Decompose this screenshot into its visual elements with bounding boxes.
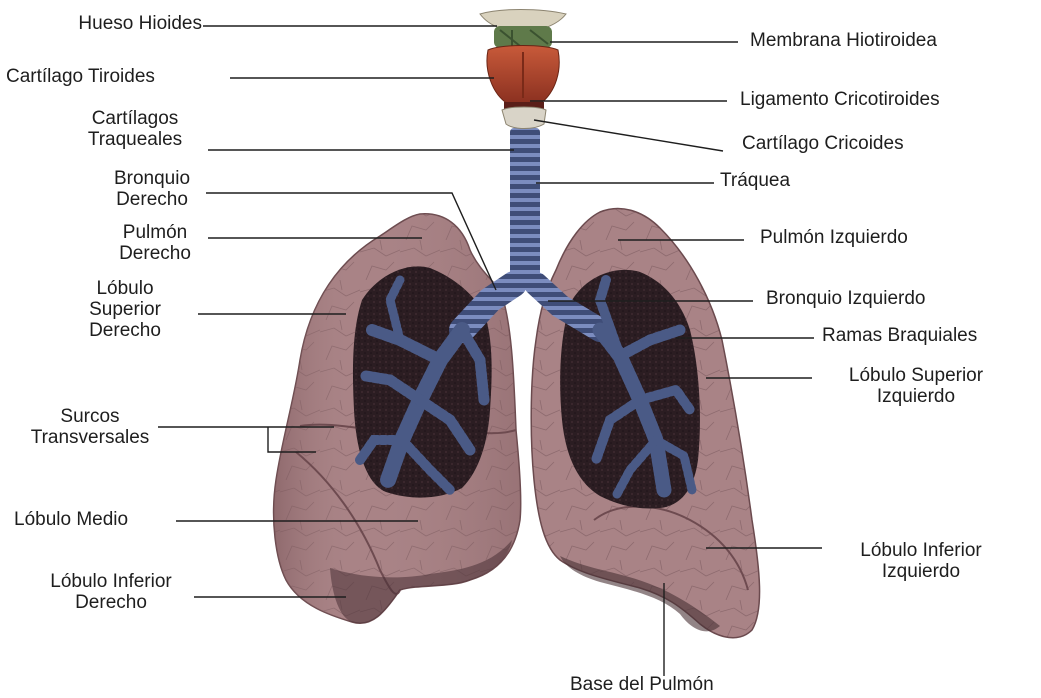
cricoid-cartilage — [502, 107, 546, 129]
label-pulmon-derecho: Pulmón Derecho — [100, 222, 210, 264]
label-surcos-transversales: Surcos Transversales — [0, 406, 180, 448]
thyrohyoid-membrane — [494, 26, 552, 48]
label-membrana-hiotiroidea: Membrana Hiotiroidea — [750, 30, 937, 51]
label-pulmon-izquierdo: Pulmón Izquierdo — [760, 227, 908, 248]
label-traquea: Tráquea — [720, 170, 790, 191]
label-lobulo-superior-izquierdo: Lóbulo Superior Izquierdo — [816, 365, 1016, 407]
label-lobulo-inferior-derecho: Lóbulo Inferior Derecho — [26, 571, 196, 613]
trachea-tube — [510, 128, 540, 288]
right-lung — [274, 214, 521, 623]
label-ligamento-cricotiroides: Ligamento Cricotiroides — [740, 89, 940, 110]
label-cartilago-tiroides: Cartílago Tiroides — [6, 66, 155, 87]
label-bronquio-izquierdo: Bronquio Izquierdo — [766, 288, 926, 309]
label-lobulo-medio: Lóbulo Medio — [14, 509, 128, 530]
label-lobulo-inferior-izquierdo: Lóbulo Inferior Izquierdo — [828, 540, 1014, 582]
larynx — [480, 10, 566, 129]
label-lobulo-superior-derecho: Lóbulo Superior Derecho — [66, 278, 184, 341]
label-cartilagos-traqueales: Cartílagos Traqueales — [62, 108, 208, 150]
label-base-del-pulmon: Base del Pulmón — [570, 674, 714, 695]
label-ramas-braquiales: Ramas Braquiales — [822, 325, 977, 346]
label-hueso-hioides: Hueso Hioides — [20, 13, 202, 34]
hyoid-bone — [480, 10, 566, 29]
label-cartilago-cricoides: Cartílago Cricoides — [742, 133, 904, 154]
label-bronquio-derecho: Bronquio Derecho — [90, 168, 214, 210]
